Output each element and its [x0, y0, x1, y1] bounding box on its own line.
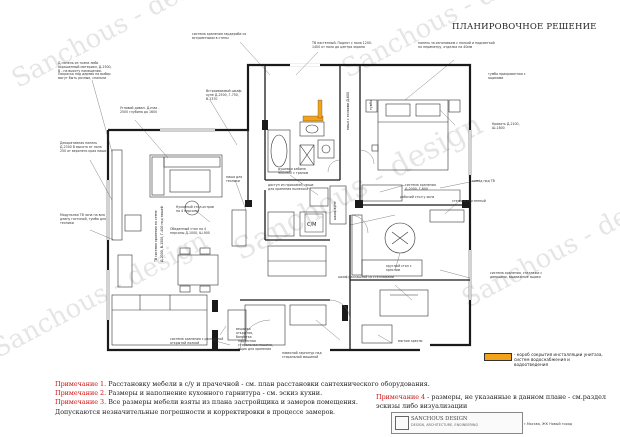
callout-hob-access: доступ из прихожей, ниша для хранения пы… — [268, 183, 314, 191]
svg-text:тумба: тумба — [369, 100, 373, 110]
svg-text:С/М: С/М — [307, 222, 317, 228]
note-3-label: Примечание 3. — [55, 398, 107, 407]
bathroom-fixtures — [267, 121, 335, 173]
window-openings — [106, 63, 472, 320]
callout-tv-module: Модульная ТВ зона на всю длину гостиной,… — [60, 213, 106, 225]
note-4: Примечание 4 - размеры, не указанные в д… — [376, 393, 608, 411]
callout-dryer: навесной гарнитур над стиральной машиной — [282, 351, 322, 359]
svg-text:шкаф-купе: шкаф-купе — [333, 201, 337, 220]
logo-emblem-icon — [395, 416, 409, 430]
callout-tv-panel: Декоративная панель Д-2300 В высота от п… — [60, 141, 107, 153]
svg-text:Д-2000, В-1500, Г-400 под нише: Д-2000, В-1500, Г-400 под нишей — [160, 206, 164, 262]
structural-columns — [212, 120, 470, 350]
callout-tv-chest: комод под ТВ — [472, 179, 495, 183]
designer-logo: SANCHOUS DESIGN DESIGN, ARCHITECTURE, EN… — [391, 412, 523, 434]
callout-bed: Кровать Д-2100, Ш-1800 — [492, 122, 520, 130]
callout-wardrobe-corridor: шкаф распашной со стеллажами — [338, 275, 394, 279]
callout-tv-niche: ТВ настенный. Поднят с пола 1200-1400 от… — [312, 41, 373, 49]
note-3: Примечание 3. Все размеры мебели взяты и… — [55, 398, 595, 407]
note-4-label: Примечание 4 — [376, 393, 426, 401]
callout-storage-bedroom: система хранения, стеллажи с дверцами, в… — [490, 271, 543, 279]
corridor-furniture — [244, 185, 347, 346]
callout-entry-bench: вешалка открытая, банкетка — [236, 327, 254, 339]
callout-entry-storage: система хранения с распашной открытой по… — [170, 337, 224, 345]
note-3-continued-text: Допускаются незначительные погрешности и… — [55, 407, 336, 416]
leader-lines — [89, 41, 481, 346]
callout-corner-sofa: Угловой диван. Д-max - 2500 глубина до 1… — [120, 106, 160, 114]
callout-round-table: круглый стол с креслом — [386, 264, 412, 272]
callout-builtin-cabinet: Встраиваемый шкаф-купе Д-2500, Г-750, В-… — [206, 89, 243, 101]
legend-swatch — [484, 353, 512, 361]
dining-kitchen-furniture — [111, 247, 247, 346]
entry-door-swings — [239, 149, 375, 351]
logo-subtitle: DESIGN, ARCHITECTURE, ENGINEERING — [411, 423, 479, 427]
svg-text:ниша с полками Д-600: ниша с полками Д-600 — [346, 92, 350, 130]
callout-kitchen-island: Кухонный стол-остров на 4 персоны — [176, 205, 214, 213]
callout-storage-system: система хранения Д-2000, Г-600 — [405, 183, 436, 191]
washer-dryer: С/М — [304, 213, 324, 233]
callout-dining-table: Обеденный стол на 4 персоны Д-1000, Ш-90… — [170, 227, 210, 235]
logo-name: SANCHOUS DESIGN — [411, 416, 468, 422]
legend-text: - короб сокрытия инсталляции унитаза, си… — [514, 352, 603, 367]
note-2-label: Примечание 2. — [55, 389, 107, 398]
note-2: Примечание 2. Размеры и наполнение кухон… — [55, 389, 595, 398]
callout-soft-seat: мягкое кресло — [398, 339, 423, 343]
interior-walls — [240, 65, 470, 350]
note-2-text: Размеры и наполнение кухонного гарнитура… — [108, 389, 323, 398]
window-frames — [106, 128, 472, 320]
note-4-text: - размеры, не указанные в данном плане -… — [376, 393, 606, 411]
callout-wall-panel: Д-панель из ткани либо окрашенный матери… — [58, 61, 112, 81]
svg-text:ТВ система хранения на стене: ТВ система хранения на стене — [154, 210, 158, 263]
note-3-text: Все размеры мебели взяты из плана застро… — [108, 398, 358, 407]
note-1-label: Примечание 1. — [55, 380, 107, 388]
rotated-labels: ТВ система хранения на стене Д-2000, В-1… — [154, 92, 373, 263]
callout-shower: душевая кабина 900х900 с трапом — [278, 167, 309, 175]
page-title: ПЛАНИРОВОЧНОЕ РЕШЕНИЕ — [452, 22, 597, 32]
note-1: Примечание 1. Расстановку мебели в с/у и… — [55, 380, 595, 389]
note-1-text: Расстановку мебели в с/у и прачечной - с… — [108, 380, 430, 388]
installation-boxes — [302, 99, 324, 122]
callout-desk-chair: стеллаж настенный — [452, 199, 486, 203]
callout-bed-table: тумба прикроватная с ящиками — [488, 72, 526, 80]
callout-desk: рабочий стол у окна — [400, 195, 435, 199]
project-address: г.Москва, ЖК Новый город — [524, 422, 573, 426]
living-furniture — [111, 149, 247, 247]
callout-laundry: подвесная стиральная машина, ящик для хр… — [238, 339, 273, 351]
callout-niche: ниша для техники — [226, 175, 243, 183]
callout-storage-corridor: система хранения гардероба со встроенным… — [192, 32, 247, 40]
callout-headboard: панель за изголовьем с полкой и подсветк… — [418, 41, 495, 49]
notes-block: Примечание 1. Расстановку мебели в с/у и… — [55, 380, 595, 417]
note-3-continued: Допускаются незначительные погрешности и… — [55, 408, 595, 417]
